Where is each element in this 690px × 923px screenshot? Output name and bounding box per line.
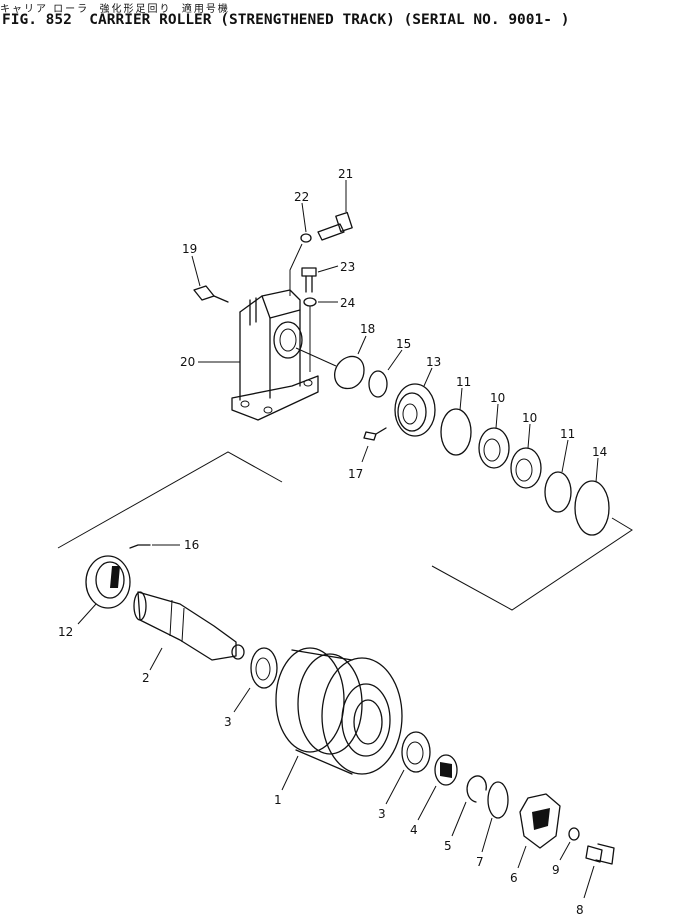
callout-22: 22: [294, 190, 309, 204]
callout-10-right: 10: [522, 411, 537, 425]
callout-5: 5: [444, 839, 452, 853]
bracket-part-20: [231, 289, 319, 421]
o-ring-part-11-lower: [544, 471, 572, 513]
callout-7: 7: [476, 855, 484, 869]
washer-part-9: [568, 827, 580, 841]
callout-19: 19: [182, 242, 197, 256]
o-ring-part-11-upper: [440, 408, 472, 456]
leader-lines: [77, 180, 599, 899]
callout-13: 13: [426, 355, 441, 369]
callout-12: 12: [58, 625, 73, 639]
callout-3-upper: 3: [224, 715, 232, 729]
callout-20: 20: [180, 355, 195, 369]
shaft-part-2: [133, 591, 245, 661]
callout-3-lower: 3: [378, 807, 386, 821]
callout-24: 24: [340, 296, 355, 310]
callout-11-upper: 11: [456, 375, 471, 389]
callout-2: 2: [142, 671, 150, 685]
end-cover-part-6: [519, 793, 561, 849]
callout-6: 6: [510, 871, 518, 885]
floating-seal-part-10-right: [510, 447, 542, 489]
figure-title: FIG. 852 CARRIER ROLLER (STRENGTHENED TR…: [2, 12, 570, 28]
callout-17: 17: [348, 467, 363, 481]
nut-part-4: [434, 754, 458, 786]
snap-ring-part-5: [466, 775, 487, 803]
callout-16: 16: [184, 538, 199, 552]
floating-seal-part-10-left: [478, 427, 510, 469]
washer-part-22: [300, 233, 312, 243]
callout-1: 1: [274, 793, 282, 807]
callout-11-lower: 11: [560, 427, 575, 441]
o-ring-part-7: [487, 781, 509, 819]
callout-10-left: 10: [490, 391, 505, 405]
bolt-part-21: [317, 211, 353, 241]
seal-part-13: [394, 383, 436, 437]
callout-18: 18: [360, 322, 375, 336]
callout-21: 21: [338, 167, 353, 181]
snap-ring-part-18: [295, 347, 365, 390]
o-ring-part-15: [368, 370, 388, 398]
pin-part-17: [363, 427, 387, 441]
cover-part-12: [85, 555, 131, 609]
callout-labels: 21 22 19 23 24 20 18 15 13 11 10 10 11 1…: [58, 167, 607, 917]
bolt-part-23: [301, 267, 317, 293]
bearing-part-3-lower: [401, 731, 431, 773]
callout-23: 23: [340, 260, 355, 274]
callout-9: 9: [552, 863, 560, 877]
callout-15: 15: [396, 337, 411, 351]
washer-part-24: [303, 297, 317, 307]
subassembly-outline: [57, 451, 633, 611]
callout-14: 14: [592, 445, 607, 459]
pin-part-16: [129, 544, 151, 549]
o-ring-part-14: [574, 480, 610, 536]
roller-part-1: [275, 647, 403, 775]
japanese-subtitle: キャリア ローラ 強化形足回り 適用号機: [0, 4, 230, 15]
bolt-part-8: [585, 843, 615, 865]
bolt-part-19: [193, 285, 229, 303]
callout-4: 4: [410, 823, 418, 837]
callout-8: 8: [576, 903, 584, 917]
bearing-part-3-upper: [250, 647, 278, 689]
